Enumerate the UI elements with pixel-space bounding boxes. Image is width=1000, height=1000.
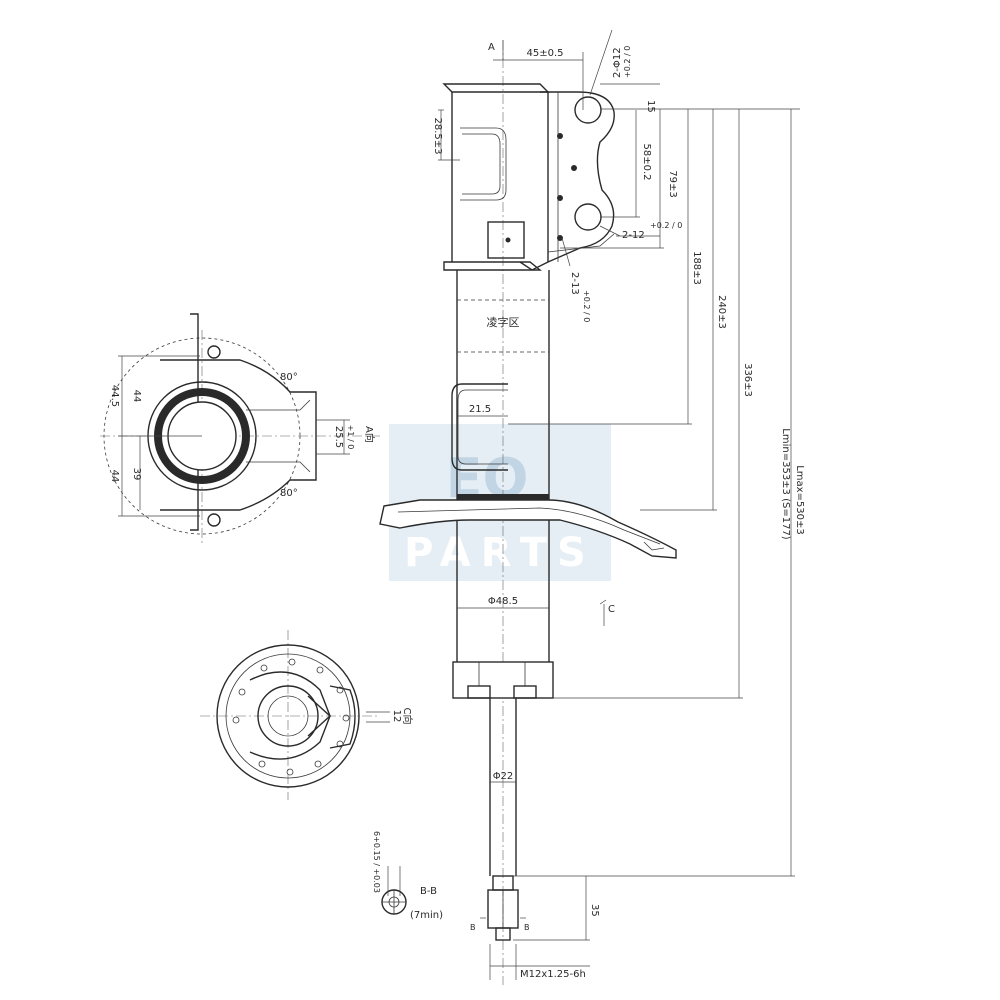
section-a-label: A <box>488 42 495 53</box>
holes-top-tol-label: +0.2 / 0 <box>623 46 632 78</box>
bb-title-label: B-B <box>420 886 437 897</box>
section-b-b: 6+0.15 / +0.03 B-B (7min) <box>372 831 443 921</box>
view-c-dim-label: 12 <box>391 710 402 723</box>
side-44-bottom-label: 44 <box>109 470 120 483</box>
knuckle-bracket <box>442 83 615 271</box>
lmin-label: Lmin=353±3 (S=177) <box>780 428 791 540</box>
bb-note-label: (7min) <box>410 910 443 921</box>
damper-body: 凌字区 21.5 <box>451 270 550 662</box>
bb-dim-label: 6+0.15 / +0.03 <box>372 831 381 893</box>
thread-length-label: 35 <box>589 904 600 917</box>
top-width-label: 45±0.5 <box>526 48 563 59</box>
dist-79-label: 79±3 <box>667 170 678 197</box>
section-c-label: C <box>608 604 615 615</box>
piston-rod: Φ22 B B <box>470 698 530 941</box>
thread-spec-label: M12x1.25-6h <box>520 969 586 980</box>
lmax-label: Lmax=530±3 <box>794 465 805 535</box>
protect-zone-label: 凌字区 <box>487 315 520 329</box>
top-dimensions: A 45±0.5 2-Φ12 +0.2 / 0 15 28.5±3 58±0.2… <box>432 29 800 322</box>
holes-low-label: 2-13 <box>569 272 580 295</box>
flange-height-label: 15 <box>645 100 656 113</box>
b-mark-right: B <box>524 923 530 932</box>
dist-188-label: 188±3 <box>691 251 702 285</box>
lower-collar <box>452 661 554 699</box>
watermark-text: PARTS <box>404 530 596 576</box>
angle-top-label: 80° <box>280 372 298 383</box>
side-44-5-label: 44.5 <box>109 385 120 407</box>
bracket-width-label: 21.5 <box>469 404 491 415</box>
dist-336-label: 336±3 <box>742 363 753 397</box>
bottom-view-holes <box>232 658 350 776</box>
view-a-label: A向 <box>363 426 376 443</box>
right-dimensions: 188±3 240±3 336±3 Lmax=530±3 Lmin=353±3 … <box>489 109 805 980</box>
slot-length-label: 28.5±3 <box>432 117 443 154</box>
body-diameter-label: Φ48.5 <box>488 596 518 607</box>
bottom-view-c: 12 C向 <box>200 630 414 800</box>
b-mark-left: B <box>470 923 476 932</box>
holes-mid-label: 2-12 <box>622 230 645 241</box>
side-25-5-tol-label: +1 / 0 <box>346 425 355 450</box>
holes-top-label: 2-Φ12 <box>612 47 623 78</box>
holes-mid-tol-label: +0.2 / 0 <box>650 221 682 230</box>
hole-spacing-label: 58±0.2 <box>641 143 652 180</box>
side-view-a: 44.5 44 44 39 25.5 +1 / 0 A向 80° 80° <box>100 313 380 545</box>
side-44-top-label: 44 <box>131 390 142 403</box>
side-25-5-label: 25.5 <box>333 426 344 448</box>
spring-seat <box>379 499 677 559</box>
side-39-label: 39 <box>131 468 142 481</box>
view-c-label: C向 <box>401 708 414 725</box>
holes-low-tol-label: +0.2 / 0 <box>582 290 591 322</box>
dist-240-label: 240±3 <box>716 295 727 329</box>
rod-diameter-label: Φ22 <box>493 771 514 782</box>
angle-bottom-label: 80° <box>280 488 298 499</box>
